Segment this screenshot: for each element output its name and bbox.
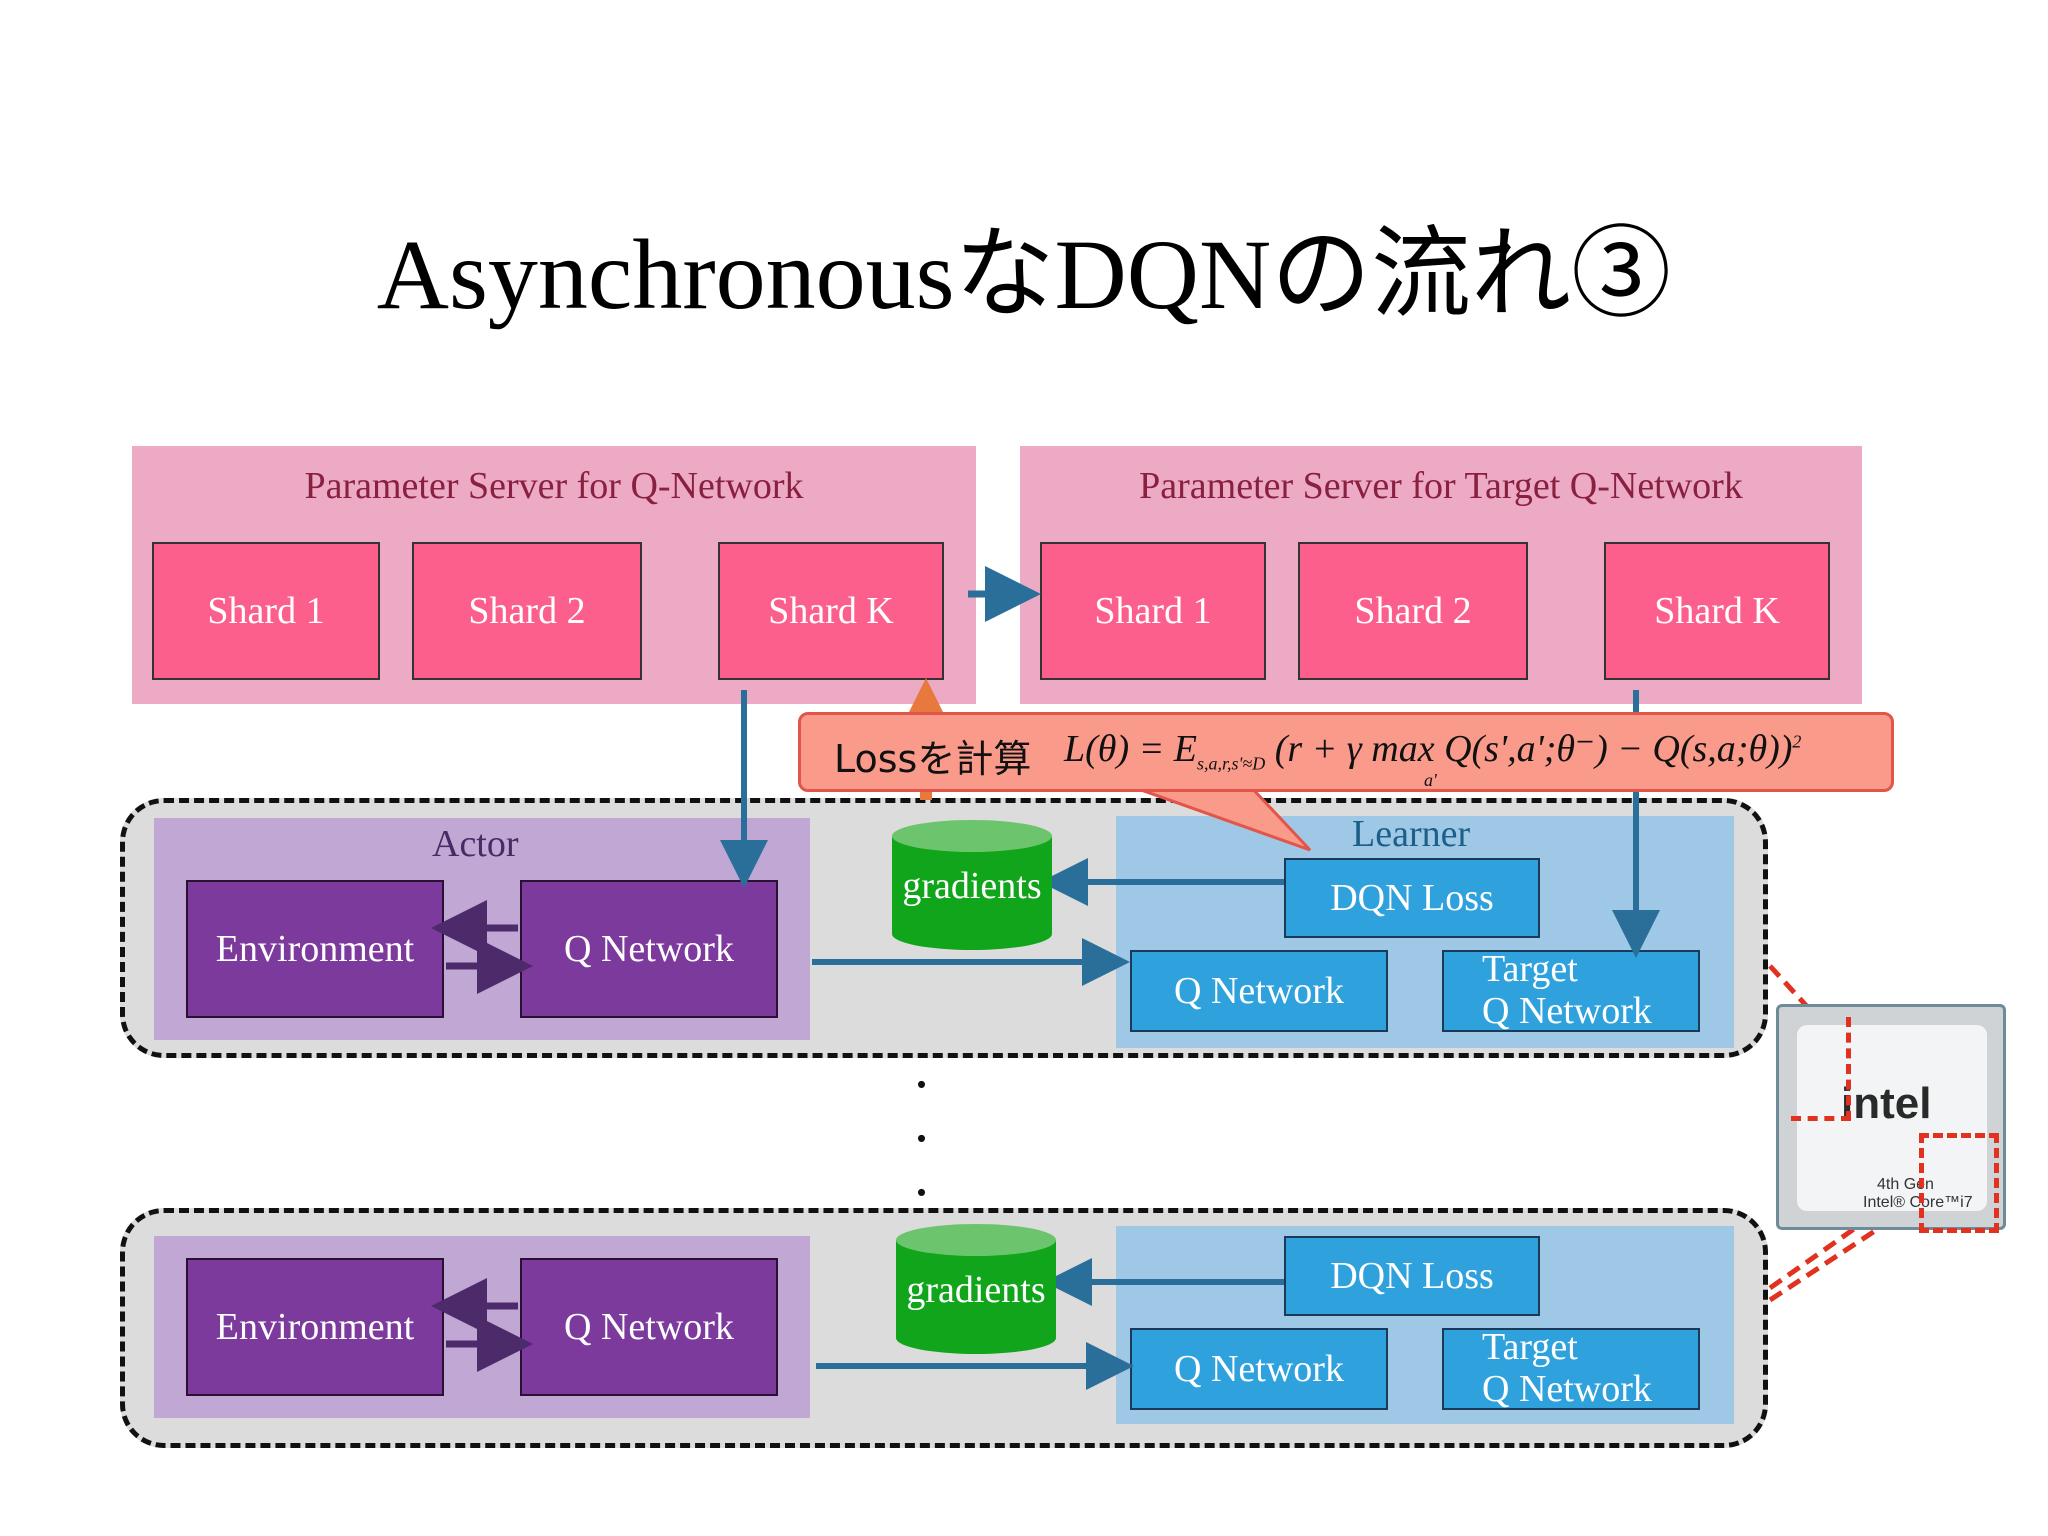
environment-box-1: Environment	[186, 880, 444, 1018]
loss-formula-exponent: 2	[1792, 731, 1802, 752]
gradients-label-1: gradients	[902, 865, 1042, 907]
shard-1-target: Shard 1	[1040, 542, 1266, 680]
loss-callout-prefix: Lossを計算	[834, 737, 1032, 781]
loss-formula: L(θ) = Es,a,r,s'≈D (r + γ max Q(s',a';θ⁻…	[1064, 726, 1801, 775]
intel-logo: intel	[1841, 1079, 1932, 1128]
intel-cpu-image: intel 4th Gen Intel® Core™i7	[1776, 1004, 2006, 1233]
actor-q-network-1: Q Network	[520, 880, 778, 1018]
loss-formula-lhs: L(θ) = E	[1064, 728, 1197, 770]
target-q-network-line1: Target	[1482, 948, 1578, 991]
shard-2-q: Shard 2	[412, 542, 642, 680]
dqn-loss-box-2: DQN Loss	[1284, 1236, 1540, 1316]
target-q-network-1: Target Q Network	[1442, 948, 1700, 1032]
cpu-highlight-box-bottom	[1919, 1133, 1999, 1233]
gradients-cylinder-1	[892, 820, 1052, 950]
param-server-q-network-label: Parameter Server for Q-Network	[304, 465, 804, 507]
loss-formula-subscript: s,a,r,s'≈D	[1196, 753, 1266, 774]
target-q-network-line2: Q Network	[1482, 990, 1652, 1032]
gradients-label-2: gradients	[906, 1269, 1046, 1311]
learner-q-network-2: Q Network	[1130, 1328, 1388, 1410]
dqn-loss-box-1: DQN Loss	[1284, 858, 1540, 938]
shard-k-target: Shard K	[1604, 542, 1830, 680]
target-q-network-2: Target Q Network	[1442, 1326, 1700, 1410]
shard-1-q: Shard 1	[152, 542, 380, 680]
vertical-ellipsis: . . .	[914, 1034, 929, 1208]
learner-label: Learner	[1352, 813, 1471, 855]
param-server-target-label: Parameter Server for Target Q-Network	[1139, 465, 1743, 507]
learner-q-network-1: Q Network	[1130, 950, 1388, 1032]
target-q-network-2-line1: Target	[1482, 1326, 1578, 1369]
target-q-network-2-line2: Q Network	[1482, 1368, 1652, 1410]
actor-label: Actor	[432, 823, 519, 865]
slide-title: AsynchronousなDQNの流れ③	[376, 219, 1672, 330]
cpu-highlight-box-top	[1791, 1017, 1851, 1121]
red-dashed-connector-bottom-b	[1768, 1181, 1920, 1291]
shard-k-q: Shard K	[718, 542, 944, 680]
environment-box-2: Environment	[186, 1258, 444, 1396]
cpu-model-line: Intel® Core™i7	[1863, 1194, 1973, 1211]
gradients-cylinder-2	[896, 1224, 1056, 1354]
loss-callout	[798, 712, 1894, 792]
loss-formula-under-max: a'	[1424, 770, 1437, 790]
callout-tail	[1129, 784, 1312, 852]
shard-2-target: Shard 2	[1298, 542, 1528, 680]
loss-formula-body: (r + γ max Q(s',a';θ⁻) − Q(s,a;θ))	[1274, 728, 1793, 770]
